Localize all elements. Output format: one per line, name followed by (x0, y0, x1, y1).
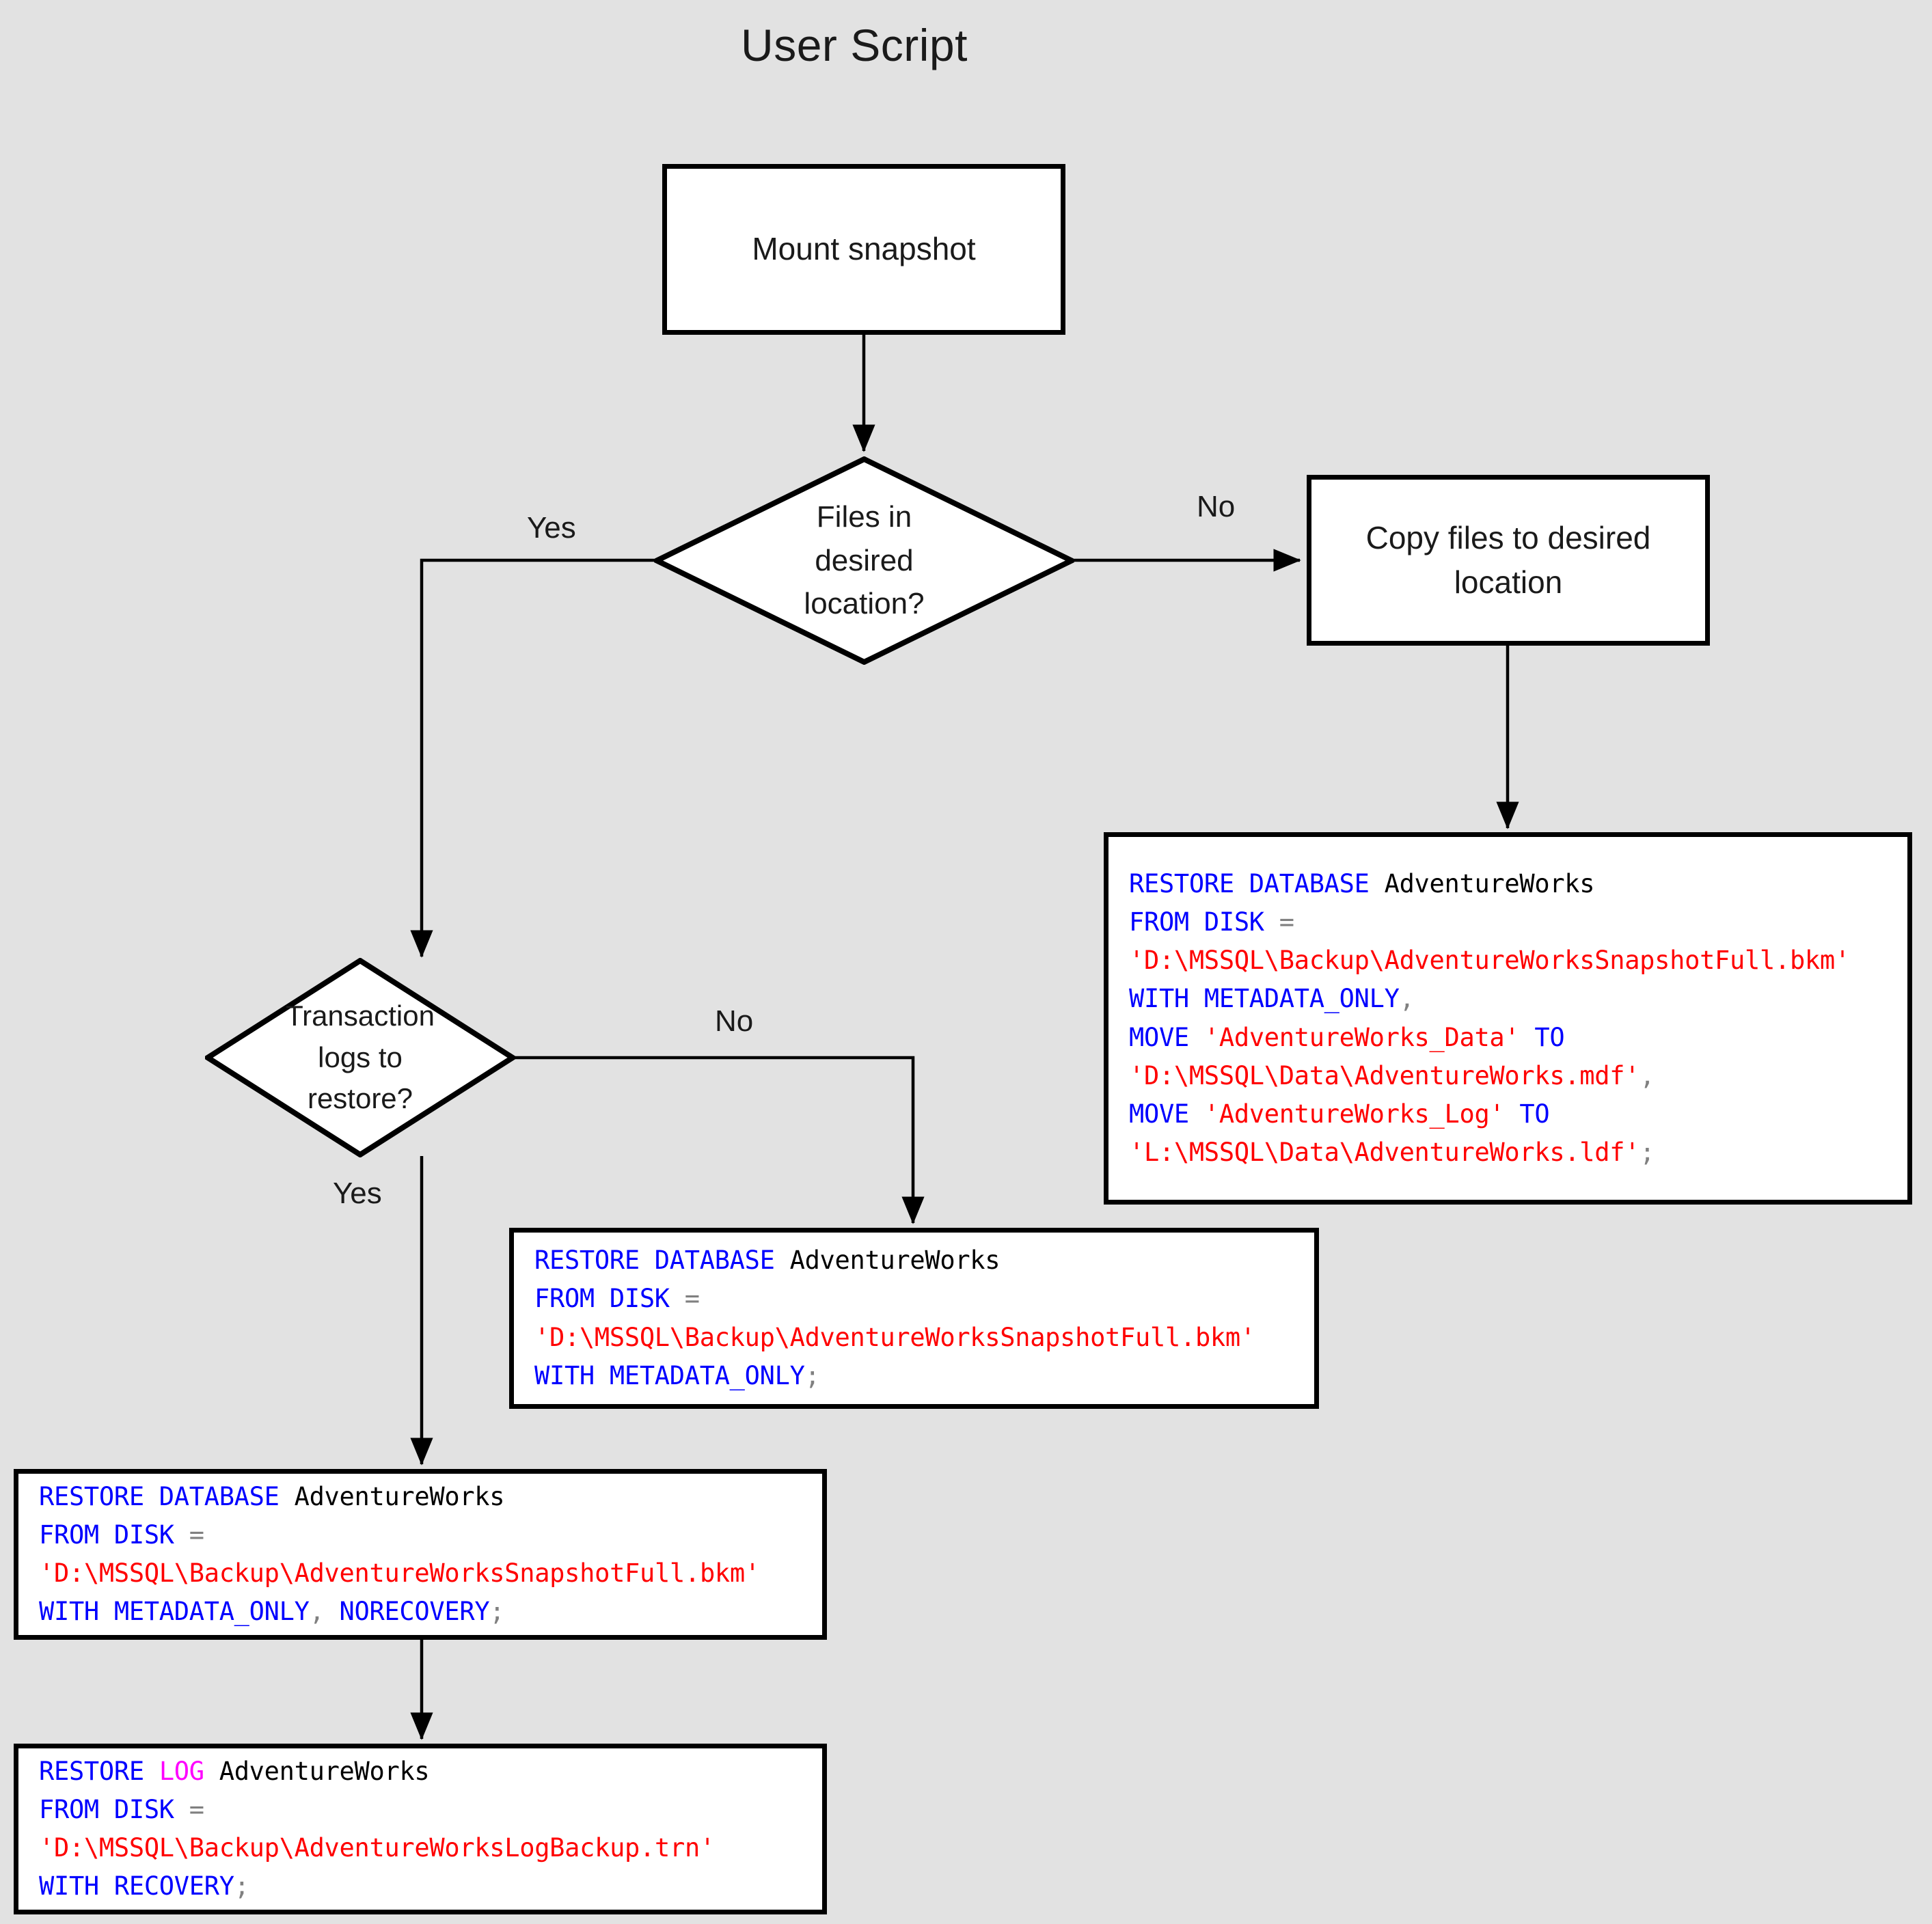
code-text: RESTORE DATABASE AdventureWorks FROM DIS… (1129, 868, 1850, 1168)
edge-label-files-yes: Yes (527, 511, 576, 545)
code-block-restore-database-metadata-only[interactable]: RESTORE DATABASE AdventureWorks FROM DIS… (509, 1228, 1319, 1409)
edge-label-logs-yes: Yes (333, 1177, 382, 1210)
code-block-restore-log-recovery[interactable]: RESTORE LOG AdventureWorks FROM DISK = '… (14, 1744, 827, 1914)
edge-files-yes-to-logs (410, 558, 654, 958)
node-mount-snapshot-label: Mount snapshot (752, 231, 976, 267)
node-mount-snapshot[interactable]: Mount snapshot (662, 164, 1065, 335)
edge-label-logs-no: No (715, 1004, 754, 1038)
code-text: RESTORE DATABASE AdventureWorks FROM DIS… (534, 1246, 1255, 1390)
code-text: RESTORE LOG AdventureWorks FROM DISK = '… (39, 1756, 715, 1901)
code-block-restore-database-with-move[interactable]: RESTORE DATABASE AdventureWorks FROM DIS… (1104, 832, 1912, 1205)
node-files-in-desired-location[interactable]: Files in desired location? (654, 456, 1074, 665)
node-transaction-logs[interactable]: Transaction logs to restore? (205, 958, 515, 1157)
node-files-in-desired-location-label: Files in desired location? (804, 499, 925, 621)
code-text: RESTORE DATABASE AdventureWorks FROM DIS… (39, 1481, 760, 1627)
node-copy-files[interactable]: Copy files to desired location (1307, 475, 1710, 646)
diamond-shape (654, 456, 1074, 665)
page-title: User Script (741, 20, 968, 70)
edge-label-files-no: No (1197, 490, 1236, 523)
code-block-restore-database-norecovery[interactable]: RESTORE DATABASE AdventureWorks FROM DIS… (14, 1469, 827, 1640)
edge-logs-no-to-restore-metadata (514, 1056, 925, 1224)
diamond-shape (205, 958, 515, 1157)
node-transaction-logs-label: Transaction logs to restore? (286, 999, 435, 1115)
node-copy-files-label: Copy files to desired location (1365, 519, 1651, 600)
